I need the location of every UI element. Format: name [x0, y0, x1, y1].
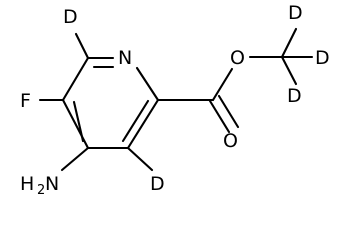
molecule-canvas: D N F O O D D D H 2 N D [20, 2, 330, 198]
bond-c2-c3 [126, 98, 160, 150]
bond-c6-d [74, 32, 90, 60]
bond-carbonyl-c-o-1 [208, 99, 231, 134]
bond-methyl-c-d-top [280, 27, 298, 59]
bond-c4-c5-inner [72, 100, 85, 143]
bond-methyl-c-d-bottom [280, 55, 298, 86]
atom-d-ring-top: D [63, 6, 78, 28]
atom-n-ring: N [118, 47, 132, 69]
bond-c4-nh2 [60, 146, 90, 172]
bond-carbonyl-c-o-2 [217, 94, 240, 129]
atom-o-ester: O [230, 47, 245, 69]
atom-d-methyl-right: D [315, 47, 330, 69]
atom-f: F [20, 90, 31, 112]
atom-amine-subscript: 2 [37, 183, 45, 198]
bond-c3-d [126, 146, 154, 172]
atom-amine-h: H [20, 173, 34, 195]
bond-n1-c2 [135, 66, 160, 102]
bond-c5-c6 [61, 56, 90, 102]
atom-d-methyl-top: D [288, 2, 303, 24]
bond-c2-c3-inner [121, 99, 150, 143]
atom-d-ring-bottom: D [150, 173, 165, 195]
structure-diagram: D N F O O D D D H 2 N D [20, 2, 330, 198]
bond-carbonyl-c-ester-o [211, 67, 234, 102]
atom-amine-n: N [45, 173, 59, 195]
atom-o-carbonyl: O [223, 130, 238, 152]
atom-d-methyl-bottom: D [287, 85, 302, 107]
